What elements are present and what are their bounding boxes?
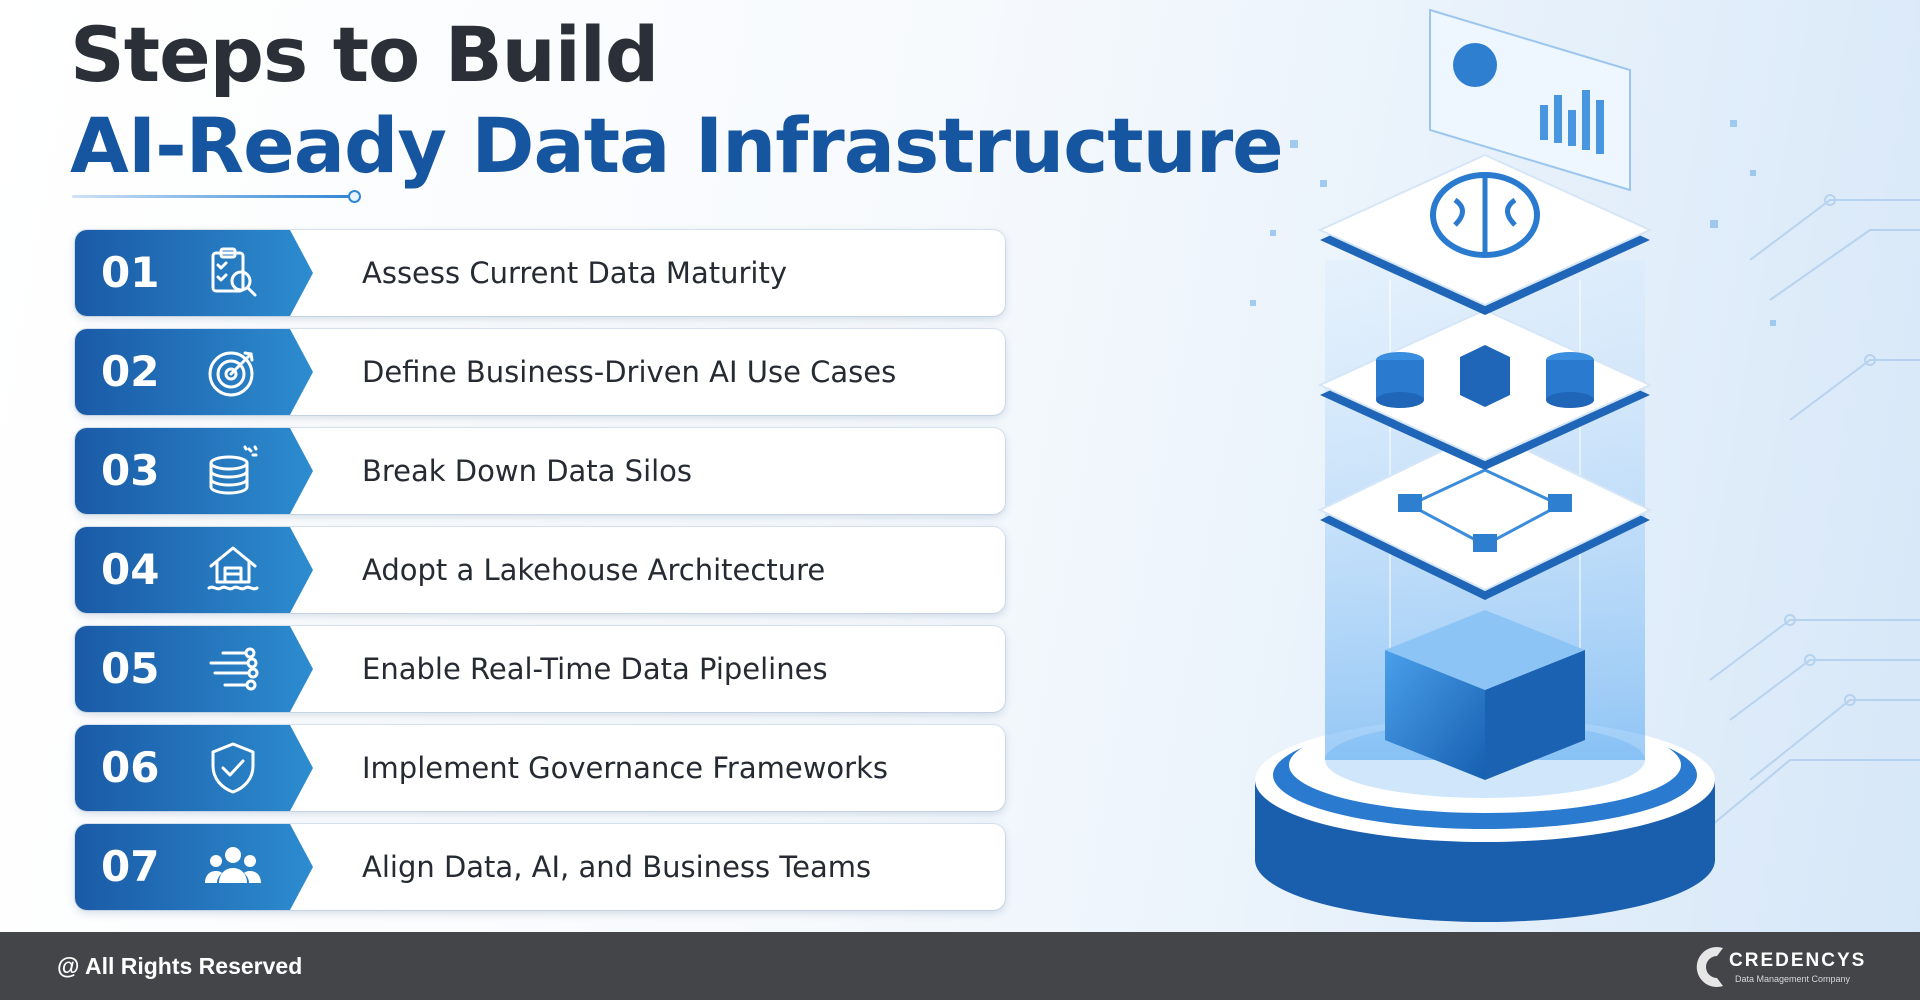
lakehouse-cube <box>1385 610 1585 780</box>
step-01: 01 Assess Current Data Maturity <box>75 230 1005 316</box>
title-line-1: Steps to Build <box>70 10 659 99</box>
circuit-lines <box>1669 194 1920 861</box>
step-number: 03 <box>101 446 160 495</box>
layer-ai-brain <box>1317 153 1653 315</box>
page-title: Steps to Build AI-Ready Data Infrastruct… <box>70 10 1284 192</box>
step-number: 01 <box>101 248 160 297</box>
step-number: 02 <box>101 347 160 396</box>
dashboard-panel <box>1429 8 1631 192</box>
step-label: Adopt a Lakehouse Architecture <box>362 553 826 587</box>
team-icon <box>205 847 261 883</box>
step-02: 02 Define Business-Driven AI Use Cases <box>75 329 1005 415</box>
data-infrastructure-illustration <box>1250 8 1920 922</box>
step-label: Implement Governance Frameworks <box>362 751 888 785</box>
title-line-2: AI-Ready Data Infrastructure <box>70 101 1284 190</box>
step-tab: 07 <box>75 824 313 910</box>
step-06: 06 Implement Governance Frameworks <box>75 725 1005 811</box>
database-icon <box>209 445 258 495</box>
step-number: 06 <box>101 743 160 792</box>
step-03: 03 Break Down Data Silos <box>75 428 1005 514</box>
title-underline-dot <box>348 190 361 203</box>
step-tab: 04 <box>75 527 313 613</box>
step-number: 04 <box>101 545 160 594</box>
floating-dots <box>1250 120 1776 326</box>
lakehouse-icon <box>207 546 259 591</box>
steps-list: 01 Assess Current Data Maturity 02 Defi <box>75 230 1005 923</box>
target-icon <box>208 351 254 397</box>
brand-name: CREDENCYS <box>1729 950 1867 971</box>
step-label: Assess Current Data Maturity <box>362 256 787 290</box>
step-label: Align Data, AI, and Business Teams <box>362 850 872 884</box>
brand-tagline: Data Management Company <box>1735 974 1851 984</box>
step-tab: 05 <box>75 626 313 712</box>
step-05: 05 Enable Real-Time Data Pipelines <box>75 626 1005 712</box>
step-tab: 02 <box>75 329 313 415</box>
clipboard-search-icon <box>211 247 257 297</box>
step-label: Define Business-Driven AI Use Cases <box>362 355 897 389</box>
footer-bar: @ All Rights Reserved CREDENCYS Data Man… <box>0 932 1920 1000</box>
step-label: Break Down Data Silos <box>362 454 693 488</box>
title-underline <box>72 195 352 198</box>
layer-storage <box>1317 308 1653 470</box>
credencys-logo-icon <box>1696 947 1729 987</box>
step-number: 07 <box>101 842 160 891</box>
layer-network <box>1317 428 1653 600</box>
step-number: 05 <box>101 644 160 693</box>
step-tab: 03 <box>75 428 313 514</box>
step-07: 07 Align Data, AI, and Business Teams <box>75 824 1005 910</box>
step-tab: 06 <box>75 725 313 811</box>
step-04: 04 Adopt a Lakehouse Architecture <box>75 527 1005 613</box>
pipeline-icon <box>209 647 259 691</box>
step-tab: 01 <box>75 230 313 316</box>
step-label: Enable Real-Time Data Pipelines <box>362 652 828 686</box>
footer-rights: @ All Rights Reserved <box>57 953 303 979</box>
shield-check-icon <box>211 742 255 794</box>
